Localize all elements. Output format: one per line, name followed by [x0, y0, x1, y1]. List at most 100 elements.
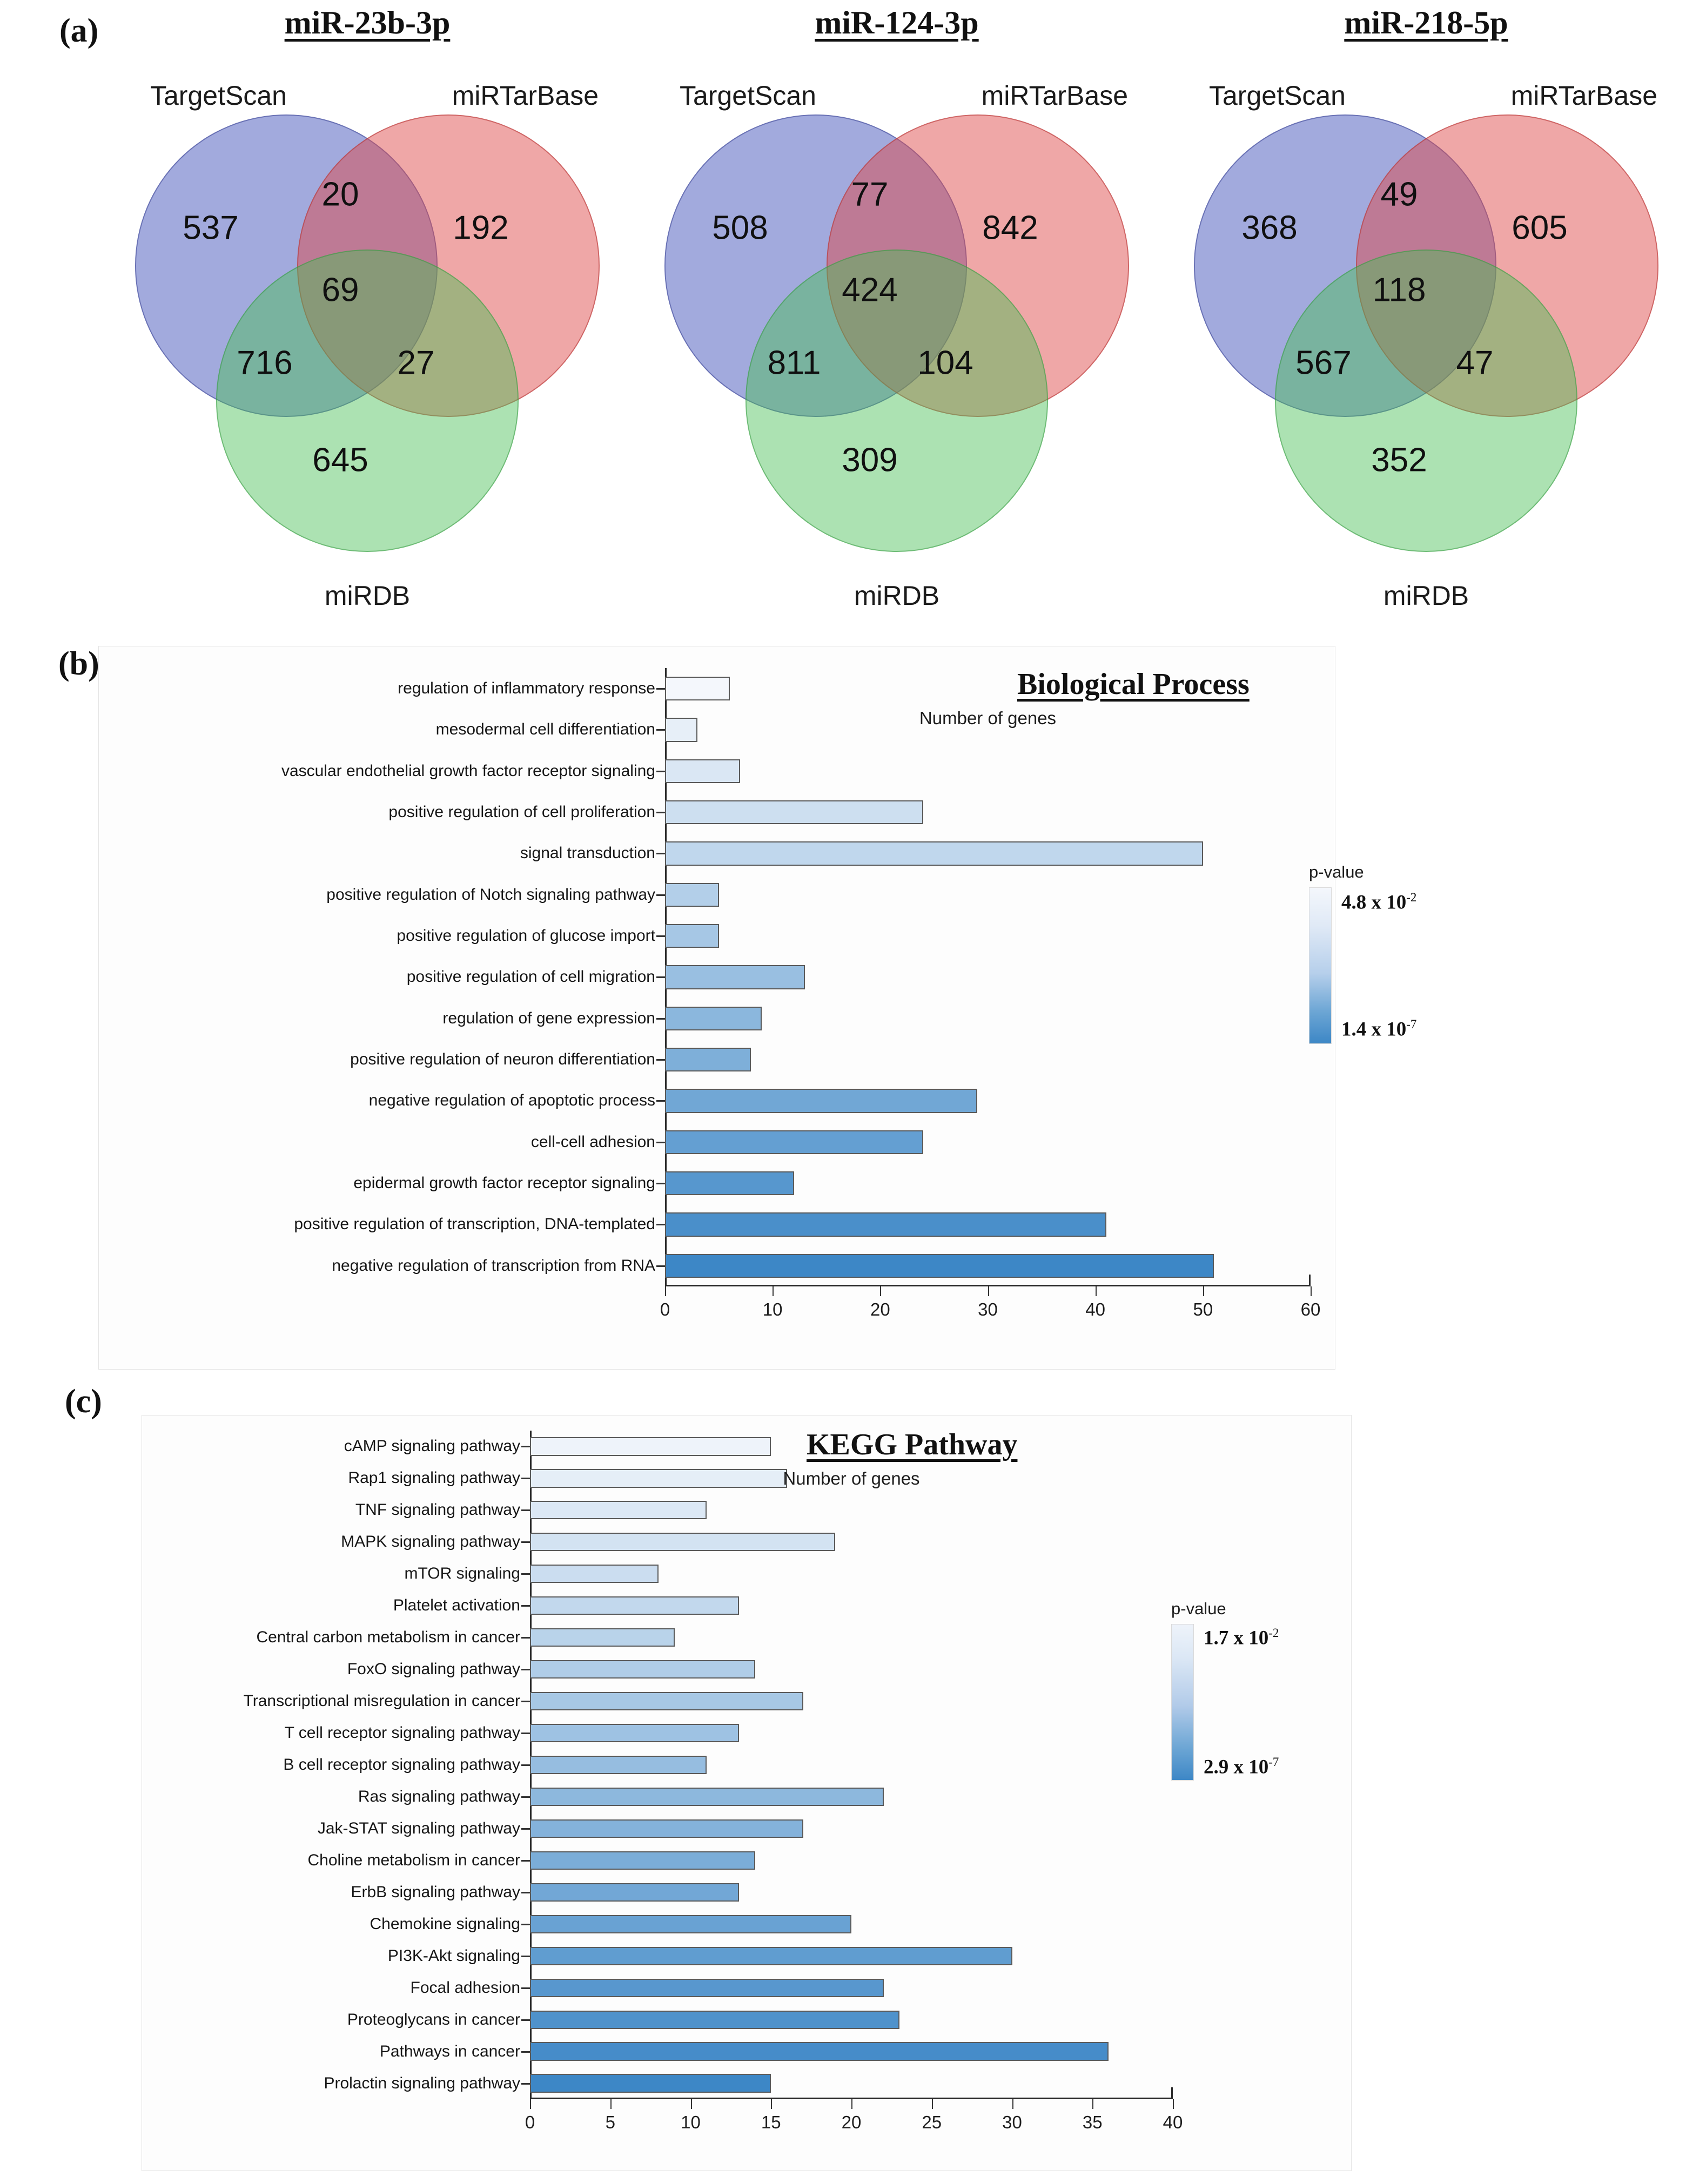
y-axis-tick: [521, 1955, 530, 1957]
x-axis-line: [530, 2098, 1173, 2099]
venn-title: miR-23b-3p: [284, 5, 451, 41]
bar-row: positive regulation of cell proliferatio…: [388, 800, 1311, 825]
y-axis-tick: [656, 1059, 665, 1061]
bar-category-label: Ras signaling pathway: [358, 1787, 520, 1805]
y-axis-tick: [521, 1637, 530, 1639]
y-axis-tick: [656, 935, 665, 938]
bar-category-label: epidermal growth factor receptor signali…: [353, 1174, 655, 1192]
bar-row: Jak-STAT signaling pathway: [318, 1819, 1173, 1838]
x-axis-tick: [1095, 1286, 1097, 1296]
bar: [530, 2042, 1109, 2061]
x-axis-tick-label: 30: [978, 1299, 998, 1319]
x-axis-tick-label: 50: [1193, 1299, 1213, 1319]
y-axis-tick: [521, 1733, 530, 1735]
legend-value-low: 1.4 x 10-7: [1341, 1017, 1417, 1040]
bar-category-label: Proteoglycans in cancer: [347, 2010, 520, 2028]
bar: [530, 1437, 771, 1456]
bar: [530, 1469, 787, 1488]
venn-count-targetscan-mirdb: 811: [767, 344, 821, 382]
x-axis-tick-label: 35: [1082, 2112, 1103, 2132]
x-axis-title: Number of genes: [919, 708, 1057, 728]
bar-row: Focal adhesion: [411, 1978, 1173, 1997]
bar-row: TNF signaling pathway: [355, 1501, 1173, 1520]
x-axis-tick: [690, 2099, 692, 2109]
bar-category-label: Chemokine signaling: [370, 1915, 521, 1933]
bar-row: signal transduction: [520, 841, 1311, 866]
legend-value-low: 2.9 x 10-7: [1204, 1755, 1279, 1778]
bar: [665, 1212, 1106, 1237]
bar-row: negative regulation of transcription fro…: [332, 1253, 1311, 1278]
venn-count-mirtarbase-only: 192: [453, 209, 509, 247]
legend-p-value-biological-process: p-value 4.8 x 10-2 1.4 x 10-7: [1309, 862, 1416, 1044]
bar-row: Transcriptional misregulation in cancer: [244, 1691, 1173, 1711]
venn-count-mirdb-only: 352: [1371, 441, 1427, 479]
bar-category-label: positive regulation of cell proliferatio…: [388, 803, 655, 821]
x-axis-end-cap: [1309, 1275, 1311, 1286]
bar: [530, 1501, 707, 1520]
y-axis-tick: [521, 1987, 530, 1989]
bar-category-label: Transcriptional misregulation in cancer: [243, 1692, 520, 1710]
x-axis-tick: [771, 2099, 773, 2109]
y-axis-tick: [521, 1828, 530, 1830]
venn-count-mirtarbase-mirdb: 104: [917, 344, 973, 382]
bar-row: MAPK signaling pathway: [341, 1533, 1173, 1552]
y-axis-tick: [521, 1573, 530, 1575]
bar: [530, 1915, 851, 1933]
y-axis-tick: [656, 1224, 665, 1226]
bar: [665, 1089, 977, 1113]
legend-title: p-value: [1309, 862, 1364, 881]
x-axis-title: Number of genes: [783, 1468, 920, 1488]
bar: [530, 1533, 836, 1552]
x-axis-tick: [1012, 2099, 1013, 2109]
bar-category-label: cell-cell adhesion: [530, 1133, 655, 1151]
y-axis-tick: [656, 1100, 665, 1102]
venn-set-label-targetscan: TargetScan: [1209, 80, 1346, 111]
bar: [530, 1755, 707, 1775]
bar-category-label: PI3K-Akt signaling: [387, 1946, 520, 1965]
bar: [530, 2010, 900, 2029]
x-axis-tick-label: 60: [1300, 1299, 1321, 1319]
venn-count-all-three: 424: [842, 271, 898, 309]
bar-row: Central carbon metabolism in cancer: [256, 1628, 1173, 1647]
venn-count-targetscan-mirtarbase: 20: [321, 176, 359, 213]
bar-row: cell-cell adhesion: [531, 1130, 1311, 1154]
bar: [530, 1723, 739, 1743]
bar: [530, 1660, 755, 1679]
bar: [530, 1628, 675, 1647]
x-axis-tick-label: 20: [841, 2112, 862, 2132]
bar: [665, 1006, 762, 1030]
bar-category-label: signal transduction: [520, 844, 655, 862]
y-axis-tick: [521, 1891, 530, 1893]
x-axis-tick: [1092, 2099, 1094, 2109]
bar-category-label: regulation of gene expression: [442, 1009, 655, 1027]
bar: [665, 841, 1203, 866]
bar-category-label: mTOR signaling: [404, 1565, 520, 1583]
bar-row: B cell receptor signaling pathway: [283, 1755, 1173, 1775]
bar-category-label: T cell receptor signaling pathway: [284, 1724, 520, 1742]
venn-circle-mirdb: [745, 250, 1048, 552]
x-axis-line: [665, 1285, 1311, 1286]
y-axis-tick: [656, 853, 665, 855]
venn-count-mirtarbase-only: 605: [1512, 209, 1568, 247]
chart-title-kegg-pathway: KEGG Pathway: [807, 1428, 1018, 1461]
y-axis-tick: [521, 1605, 530, 1607]
legend-title: p-value: [1171, 1599, 1226, 1618]
x-axis-tick-label: 40: [1163, 2112, 1183, 2132]
bar-row: ErbB signaling pathway: [351, 1883, 1173, 1902]
bar: [665, 882, 719, 907]
bar-category-label: Prolactin signaling pathway: [324, 2074, 520, 2092]
venn-title: miR-218-5p: [1344, 5, 1508, 41]
bar: [665, 1130, 923, 1154]
bar-row: positive regulation of transcription, DN…: [294, 1212, 1311, 1237]
venn-set-label-targetscan: TargetScan: [150, 80, 287, 111]
bar-category-label: cAMP signaling pathway: [344, 1437, 520, 1455]
bar-category-label: FoxO signaling pathway: [347, 1660, 520, 1679]
venn-circle-mirdb: [1275, 250, 1577, 552]
venn-count-mirtarbase-mirdb: 27: [397, 344, 435, 382]
y-axis-tick: [656, 688, 665, 690]
legend-value-high: 4.8 x 10-2: [1341, 891, 1417, 914]
bar-category-label: TNF signaling pathway: [355, 1501, 520, 1519]
venn-count-targetscan-mirdb: 716: [237, 344, 293, 382]
y-axis-tick: [656, 770, 665, 772]
